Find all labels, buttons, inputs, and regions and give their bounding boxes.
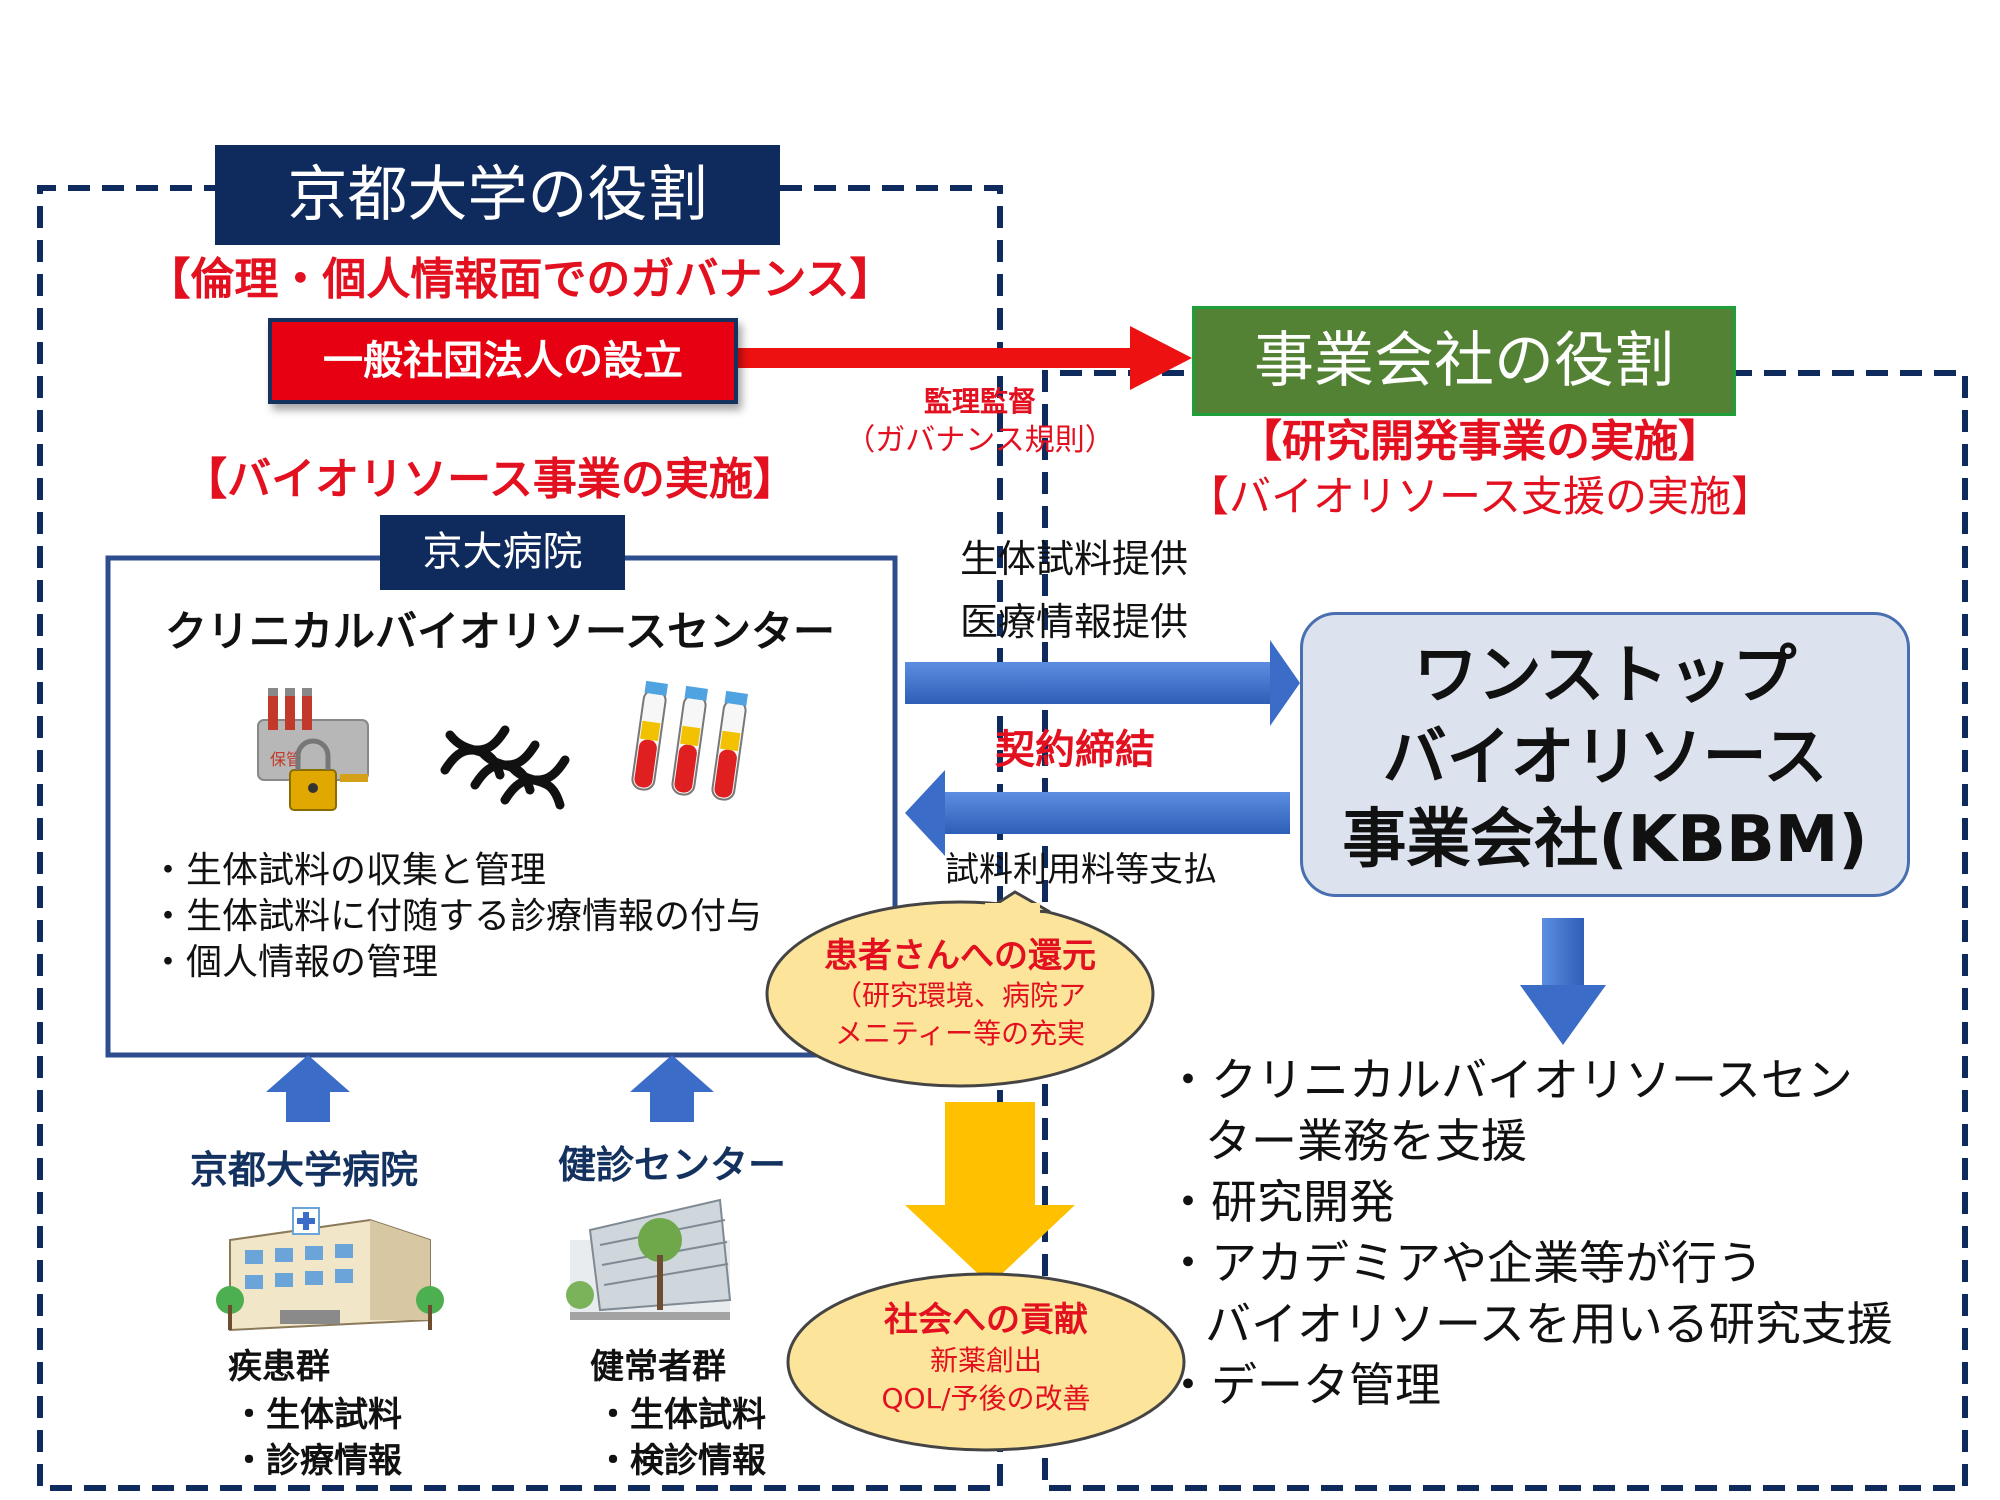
supervision-label: 監理監督 (923, 385, 1036, 418)
source-hospital-name: 京都大学病院 (190, 1148, 419, 1192)
patients-bubble-title: 患者さんへの還元 (824, 936, 1096, 976)
svg-text:保管: 保管 (270, 750, 302, 769)
source-hospital-group: 疾患群 (228, 1347, 330, 1387)
source-checkup-group: 健常者群 (590, 1347, 726, 1387)
kbbm-line2: バイオリソース (1382, 721, 1828, 795)
dna-icon-shape (440, 725, 570, 810)
source-checkup-items: ・生体試料 ・検診情報 (596, 1392, 766, 1484)
task-line: ・アカデミアや企業等が行う (1165, 1236, 1763, 1290)
task-line: ・データ管理 (1165, 1358, 1441, 1412)
list-item: ・生体試料の収集と管理 (150, 850, 547, 891)
center-items: ・生体試料の収集と管理 ・生体試料に付随する診療情報の付与 ・個人情報の管理 (150, 848, 890, 986)
rnd-label: 【研究開発事業の実施】 (1238, 416, 1722, 467)
society-bubble-shape (786, 1272, 1186, 1452)
contract-label: 契約締結 (995, 727, 1155, 773)
list-item: ・生体試料 (232, 1395, 402, 1435)
list-item: ・検診情報 (596, 1441, 766, 1481)
dna-icon (440, 720, 575, 815)
patients-bubble-line2: メニティー等の充実 (834, 1017, 1086, 1050)
society-bubble-line2: QOL/予後の改善 (881, 1382, 1091, 1415)
company-title-box: 事業会社の役割 (1192, 306, 1736, 416)
provide-arrow (905, 640, 1300, 726)
center-title: クリニカルバイオリソースセンター (165, 607, 835, 656)
kbbm-box: ワンストップ バイオリソース 事業会社(KBBM) (1300, 612, 1910, 897)
society-bubble: 社会への貢献 新薬創出 QOL/予後の改善 (800, 1298, 1172, 1418)
checkup-building-icon (565, 1195, 740, 1325)
source-hospital-items: ・生体試料 ・診療情報 (232, 1392, 402, 1484)
kbbm-line3: 事業会社(KBBM) (1342, 803, 1868, 877)
payment-arrow (905, 770, 1290, 856)
bio-business-label: 【バイオリソース事業の実施】 (183, 454, 797, 505)
patients-bubble-shape (765, 890, 1155, 1088)
hospital-building-icon (220, 1200, 440, 1335)
test-tubes-icon (630, 680, 750, 810)
list-item: ・生体試料に付随する診療情報の付与 (150, 896, 763, 937)
supervision-sub: （ガバナンス規則） (845, 423, 1115, 458)
task-line: バイオリソースを用いる研究支援 (1205, 1297, 1893, 1351)
storage-lock-icon-shape: 保管 (257, 688, 369, 811)
provide-label-2: 医療情報提供 (960, 600, 1189, 644)
society-bubble-title: 社会への貢献 (884, 1300, 1088, 1340)
hospital-box-frame (105, 555, 898, 1058)
kyoto-univ-title: 京都大学の役割 (287, 160, 708, 230)
test-tubes-icon-shape (631, 680, 748, 801)
kbbm-line1: ワンストップ (1413, 639, 1797, 713)
hospital-building-icon-shape (216, 1207, 444, 1332)
society-bubble-line1: 新薬創出 (929, 1344, 1042, 1377)
hospital-tab-label: 京大病院 (422, 529, 583, 575)
task-line: ・クリニカルバイオリソースセン (1165, 1053, 1853, 1107)
hospital-up-arrow (266, 1055, 350, 1122)
list-item: ・診療情報 (232, 1441, 402, 1481)
checkup-up-arrow (630, 1055, 714, 1122)
establish-arrow (735, 326, 1192, 390)
task-line: ・研究開発 (1165, 1175, 1395, 1229)
patients-bubble-line1: （研究環境、病院ア (833, 979, 1086, 1012)
list-item: ・個人情報の管理 (150, 942, 439, 983)
kbbm-tasks: ・クリニカルバイオリソースセン ター業務を支援 ・研究開発 ・アカデミアや企業等… (1165, 1050, 1965, 1416)
provide-label-1: 生体試料提供 (960, 537, 1189, 581)
checkup-building-icon-shape (566, 1198, 732, 1320)
patients-bubble: 患者さんへの還元 （研究環境、病院ア メニティー等の充実 (780, 935, 1140, 1053)
kyoto-univ-title-box: 京都大学の役割 (215, 145, 780, 245)
support-label: 【バイオリソース支援の実施】 (1187, 472, 1773, 521)
storage-lock-icon (250, 680, 375, 820)
payment-label: 試料利用料等支払 (945, 850, 1217, 890)
list-item: ・生体試料 (596, 1395, 766, 1435)
company-title: 事業会社の役割 (1254, 326, 1674, 396)
establish-button[interactable]: 一般社団法人の設立 (268, 318, 738, 404)
kyoto-univ-frame (37, 185, 1003, 1491)
company-frame (1042, 370, 1968, 1491)
establish-button-label: 一般社団法人の設立 (323, 338, 683, 384)
source-checkup-name: 健診センター (558, 1143, 787, 1187)
governance-label: 【倫理・個人情報面でのガバナンス】 (146, 254, 894, 305)
kbbm-down-arrow (1520, 918, 1606, 1045)
hospital-tab: 京大病院 (380, 515, 625, 590)
gold-down-arrow (905, 1102, 1075, 1285)
task-line: ター業務を支援 (1205, 1114, 1527, 1168)
